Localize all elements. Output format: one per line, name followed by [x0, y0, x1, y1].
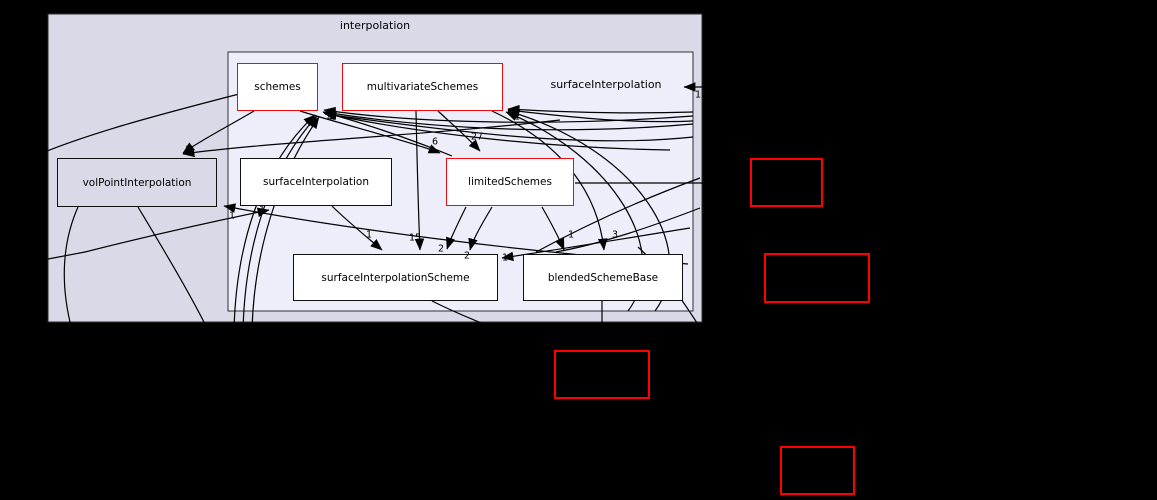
- edge: [137, 206, 209, 331]
- edge: [431, 300, 553, 352]
- edge: [555, 207, 701, 253]
- edge: [63, 206, 79, 331]
- node-volPointInterpolation[interactable]: volPointInterpolation: [57, 158, 217, 207]
- inner-cluster-label[interactable]: surfaceInterpolation: [550, 78, 662, 91]
- edge: [233, 114, 316, 331]
- edge: [468, 206, 493, 251]
- edge: [182, 119, 561, 158]
- edge: [541, 206, 565, 251]
- edge-count-label: 1: [567, 229, 575, 241]
- node-limitedSchemes[interactable]: limitedSchemes: [446, 158, 574, 206]
- node-schemes[interactable]: schemes: [237, 63, 318, 111]
- edge-count-label: 1: [184, 144, 192, 156]
- edge-count-label: 1: [501, 252, 509, 264]
- edge: [331, 205, 383, 251]
- edge-count-label: 1: [258, 204, 266, 216]
- edge-count-label: 1: [228, 210, 236, 222]
- edge-count-label: 1: [694, 89, 702, 101]
- external-node-2[interactable]: [764, 253, 870, 303]
- external-node-4[interactable]: [780, 446, 855, 495]
- edge-count-label: 1: [513, 111, 521, 123]
- edge: [535, 177, 701, 253]
- edge-count-label: 27: [470, 131, 484, 143]
- edge: [251, 116, 320, 331]
- node-blendedSchemeBase[interactable]: blendedSchemeBase: [523, 254, 683, 301]
- edge-count-label: 15: [408, 232, 422, 244]
- node-surfaceInterpolation[interactable]: surfaceInterpolation: [240, 158, 392, 206]
- edge-count-label: 2: [463, 250, 471, 262]
- edge: [323, 110, 671, 151]
- edge-count-label: 3: [611, 229, 619, 241]
- edge: [47, 207, 270, 260]
- edge: [324, 110, 694, 142]
- edge-count-label: 6: [431, 136, 439, 148]
- edge-count-label: 1: [365, 229, 373, 241]
- edge: [507, 104, 694, 115]
- edge: [414, 110, 425, 251]
- external-node-3[interactable]: [554, 350, 650, 399]
- edge: [323, 109, 694, 131]
- edge-count-label: 4: [326, 112, 334, 124]
- edge: [507, 106, 694, 123]
- edge: [323, 106, 694, 123]
- external-node-1[interactable]: [750, 158, 823, 207]
- node-multivariateSchemes[interactable]: multivariateSchemes: [342, 63, 503, 111]
- edge: [437, 110, 481, 152]
- edge: [29, 93, 240, 159]
- edge: [446, 206, 467, 250]
- edge: [299, 110, 441, 154]
- outer-cluster-label: interpolation: [339, 19, 411, 32]
- node-surfaceInterpolationScheme[interactable]: surfaceInterpolationScheme: [293, 254, 498, 301]
- edge-count-label: 2: [437, 243, 445, 255]
